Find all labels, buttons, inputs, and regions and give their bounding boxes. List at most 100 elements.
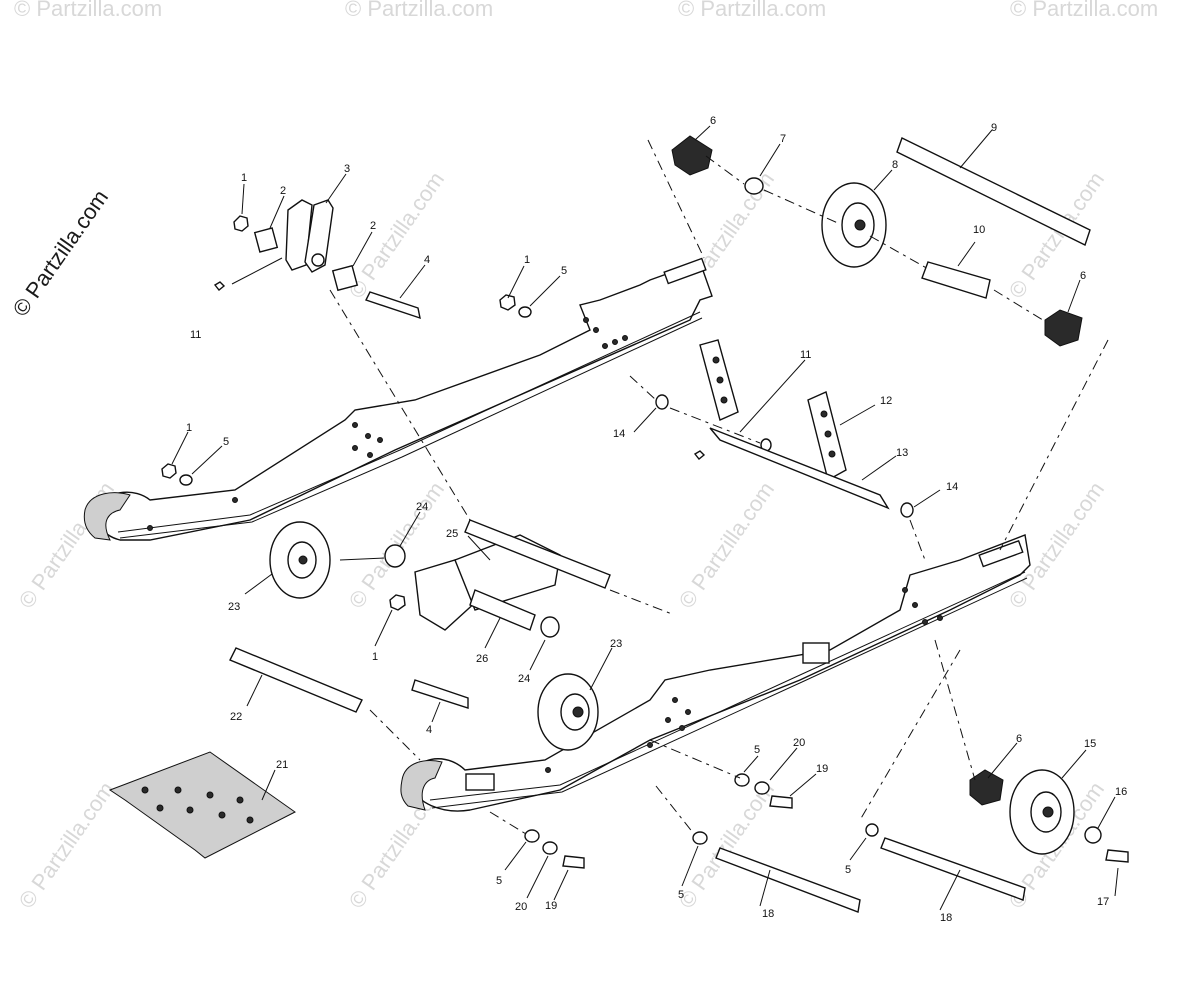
callout-18: 18 [940, 912, 952, 924]
bolt-17 [1105, 849, 1129, 863]
callout-7: 7 [780, 133, 786, 145]
wheel-hub-6b [1044, 309, 1083, 347]
callout-5: 5 [754, 744, 760, 756]
washer-5 [518, 306, 532, 318]
callout-25: 25 [446, 528, 458, 540]
grease-fitting-11b [693, 450, 706, 460]
callout-19: 19 [816, 763, 828, 775]
callout-9: 9 [991, 122, 997, 134]
washer-14 [655, 394, 669, 410]
wheel-hub-6c [969, 769, 1004, 806]
callout-2: 2 [370, 220, 376, 232]
callout-4: 4 [424, 254, 430, 266]
shaft-22 [229, 647, 363, 713]
callout-5: 5 [561, 265, 567, 277]
callout-6: 6 [710, 115, 716, 127]
left-rail [83, 257, 713, 541]
callout-11: 11 [190, 329, 201, 341]
shaft-9 [896, 137, 1091, 246]
washer-16 [1084, 826, 1102, 844]
watermark-tile: © Partzilla.com [14, 777, 120, 913]
callout-3: 3 [344, 163, 350, 175]
nut-1d [389, 594, 406, 611]
watermark-tile: © Partzilla.com [14, 0, 162, 21]
nut-1c [161, 463, 177, 479]
callout-14: 14 [613, 428, 625, 440]
lower-left-parts [108, 647, 469, 859]
callout-4: 4 [426, 724, 432, 736]
washer-5f [865, 823, 879, 837]
callout-6: 6 [1016, 733, 1022, 745]
callout-labels: 1 2 3 2 4 11 1 5 6 7 8 9 10 6 11 12 13 1… [186, 115, 1127, 924]
callout-5: 5 [678, 889, 684, 901]
callout-1: 1 [524, 254, 530, 266]
callout-11: 11 [800, 349, 811, 361]
bolt-18a [715, 847, 861, 913]
callout-24: 24 [416, 501, 428, 513]
bolt-4b [411, 679, 469, 709]
watermark-tile: © Partzilla.com [1004, 167, 1110, 303]
callout-5: 5 [845, 864, 851, 876]
spacer-10 [921, 261, 991, 299]
upper-right-hardware [655, 135, 1091, 518]
watermark-tile: © Partzilla.com [674, 477, 780, 613]
lower-right-hardware [524, 769, 1129, 913]
skid-plate-21 [108, 751, 296, 859]
center-arm-assembly [269, 519, 611, 751]
callout-1: 1 [241, 172, 247, 184]
rail-holes [545, 587, 943, 773]
callout-10: 10 [973, 224, 985, 236]
callout-23: 23 [610, 638, 622, 650]
washer-20b [542, 841, 558, 855]
link-plate [285, 199, 313, 271]
callout-5: 5 [496, 875, 502, 887]
watermark-main: © Partzilla.com [8, 185, 114, 321]
watermark-tile: © Partzilla.com [345, 0, 493, 21]
bolt-4 [365, 291, 421, 320]
grease-fitting-11 [213, 281, 226, 291]
cross-shaft-assembly [699, 339, 890, 510]
leader-lines [171, 125, 1119, 911]
bolt-18b [880, 837, 1026, 901]
callout-17: 17 [1097, 896, 1109, 908]
arm-shaft-26 [469, 589, 536, 631]
callout-19: 19 [545, 900, 557, 912]
washer-5b [179, 474, 193, 486]
upper-left-hardware [161, 199, 532, 486]
washer-20a [754, 781, 770, 795]
wheel-hub-6 [671, 135, 713, 176]
nut-1 [233, 215, 249, 232]
bushing-2b [331, 264, 359, 292]
watermark-tile: © Partzilla.com [344, 167, 450, 303]
callout-16: 16 [1115, 786, 1127, 798]
rail-holes [147, 317, 628, 531]
callout-15: 15 [1084, 738, 1096, 750]
callout-1: 1 [186, 422, 192, 434]
ring-24a [384, 544, 406, 568]
callout-26: 26 [476, 653, 488, 665]
nut-1b [499, 294, 516, 311]
callout-18: 18 [762, 908, 774, 920]
ring-24b [540, 616, 560, 638]
right-rail [400, 534, 1031, 812]
bushing-2 [253, 227, 279, 253]
bolt-19a [769, 795, 793, 809]
ring-7 [744, 177, 764, 195]
callout-14: 14 [946, 481, 958, 493]
washer-5e [692, 831, 708, 845]
arm-shaft [464, 519, 611, 589]
callout-12: 12 [880, 395, 892, 407]
callout-1: 1 [372, 651, 378, 663]
bolt-19b [562, 855, 585, 869]
callout-24: 24 [518, 673, 530, 685]
dash-lines [329, 139, 1109, 835]
callout-22: 22 [230, 711, 242, 723]
callout-8: 8 [892, 159, 898, 171]
callout-20: 20 [515, 901, 527, 913]
callout-2: 2 [280, 185, 286, 197]
callout-23: 23 [228, 601, 240, 613]
callout-5: 5 [223, 436, 229, 448]
callout-13: 13 [896, 447, 908, 459]
shaft-13 [709, 427, 890, 510]
